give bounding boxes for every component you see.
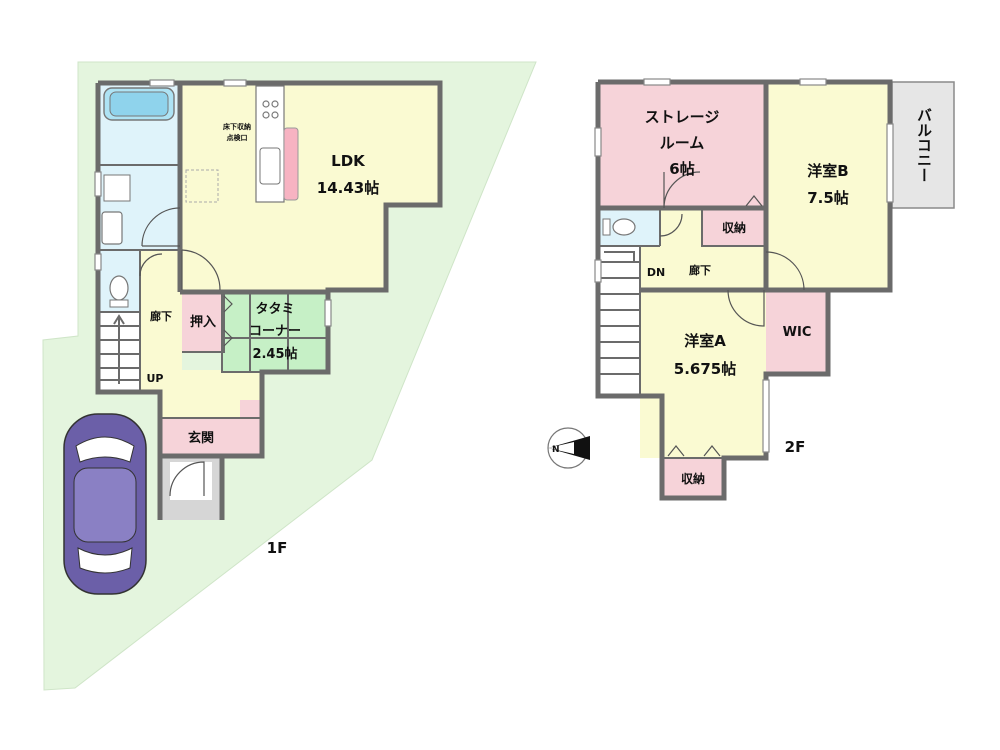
kitchen-counter: [255, 85, 285, 203]
toilet-bowl-2f: [612, 218, 636, 236]
stairs-2f: [598, 246, 640, 396]
stove-burner: [271, 100, 279, 108]
ldk-area: 14.43帖: [317, 179, 379, 197]
window-2f: [886, 123, 894, 203]
room-a-area: 5.675帖: [674, 360, 736, 378]
storage-area: 6帖: [669, 160, 694, 178]
window-1f: [223, 79, 247, 87]
bathtub-basin: [109, 91, 169, 117]
kitchen-sink: [259, 147, 281, 185]
floor-1-plan: [42, 61, 537, 691]
door-closet-lower: [667, 445, 721, 457]
stairs-2f-steps: [598, 251, 640, 375]
ldk-name: LDK: [331, 152, 366, 170]
ldk-room: [180, 83, 440, 292]
window-2f: [643, 78, 671, 86]
door-closet-upper: [745, 195, 763, 207]
hallway-1f-label: 廊下: [150, 309, 172, 323]
closet-upper: [702, 208, 766, 246]
door-porch: [169, 461, 205, 497]
washing-machine: [103, 174, 131, 202]
door-storage: [663, 171, 701, 209]
tatami-label-1: タタミ: [255, 302, 294, 317]
wic-closet: [766, 290, 828, 374]
door-room-b: [765, 251, 805, 291]
car-icon: [63, 413, 147, 595]
closet-lower-label: 収納: [681, 471, 705, 486]
closet-upper-label: 収納: [722, 220, 746, 235]
stove-burner: [262, 100, 270, 108]
stove-burner: [262, 111, 270, 119]
underfloor-label-1: 床下収納: [223, 122, 251, 131]
room-b-name: 洋室B: [807, 162, 848, 180]
underfloor-label-2: 点検口: [227, 133, 248, 142]
room-b-area: 7.5帖: [807, 189, 849, 207]
window-1f: [94, 171, 102, 197]
entrance-hall: [160, 418, 240, 456]
wall-closet-upper: [701, 208, 766, 247]
toilet-tank-2f: [602, 218, 611, 236]
balcony-label: バルコニー: [915, 108, 933, 183]
window-1f: [149, 79, 175, 87]
door-washroom: [141, 207, 181, 247]
hallway-2f: [640, 246, 766, 290]
compass-north-label: N: [552, 445, 560, 455]
window-1f: [324, 299, 332, 327]
hallway-2f-label: 廊下: [689, 263, 711, 277]
compass-icon: N: [547, 427, 590, 469]
hallway-1f: [140, 250, 182, 390]
tatami-corner: [222, 292, 328, 372]
porch-step: [170, 462, 212, 500]
wic-label: WIC: [783, 325, 812, 340]
room-a-name: 洋室A: [684, 332, 726, 350]
door-oshiire: [223, 295, 233, 347]
window-2f: [594, 259, 602, 283]
storage-label-2: ルーム: [660, 134, 705, 152]
entrance-label: 玄関: [188, 430, 214, 446]
door-ldk: [181, 249, 221, 291]
toilet-tank-1f: [109, 299, 129, 308]
storage-room: [598, 82, 766, 208]
oshiire-label: 押入: [190, 314, 216, 330]
balcony: [891, 81, 955, 209]
closet-lower: [662, 458, 724, 498]
underfloor-hatch: [185, 169, 219, 203]
shoe-cabinet: [240, 400, 262, 456]
walls-2f: [595, 79, 893, 501]
oshiire-closet: [182, 290, 224, 352]
tatami-area: 2.45帖: [252, 346, 297, 362]
kitchen-island: [283, 127, 299, 201]
floor-2-plan: [594, 78, 955, 501]
stairs-down-label: DN: [647, 266, 665, 279]
room-b: [766, 82, 890, 290]
stove-burner: [271, 111, 279, 119]
washbasin: [101, 211, 123, 245]
window-2f: [594, 127, 602, 157]
floor-2-label: 2F: [785, 438, 806, 456]
floor-1-label: 1F: [267, 539, 288, 557]
hall-link-2f: [660, 208, 702, 246]
window-2f: [799, 78, 827, 86]
toilet-bowl-1f: [109, 275, 129, 301]
tatami-label-2: コーナー: [249, 324, 301, 339]
window-1f: [94, 253, 102, 271]
storage-label-1: ストレージ: [645, 108, 720, 126]
door-toilet: [139, 253, 163, 277]
wall-tatami: [221, 292, 328, 373]
stairs-1f-steps: [98, 314, 140, 384]
door-toilet-2f: [659, 213, 683, 237]
door-room-a: [727, 289, 765, 327]
window-2f: [762, 379, 770, 453]
stairs-up-label: UP: [147, 372, 164, 385]
